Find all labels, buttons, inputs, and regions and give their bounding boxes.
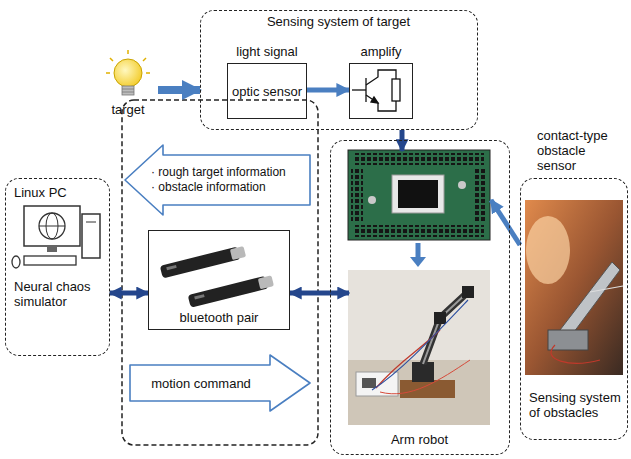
- node-label: Sensing system of target: [201, 14, 476, 29]
- connector-arrow: [290, 291, 349, 296]
- node-label: · rough target information: [151, 165, 307, 180]
- command-arrow: motion command: [130, 355, 311, 411]
- connector-arrow: [110, 291, 148, 296]
- amplifier-box: amplify: [349, 63, 413, 119]
- node-label: light signal: [218, 44, 316, 59]
- node-label: Sensing system of obstacles: [529, 390, 623, 420]
- flow-arrow-head: [410, 257, 426, 267]
- node-label: Neural chaos simulator: [14, 279, 104, 309]
- connector-arrow: [158, 86, 200, 94]
- node-label: amplify: [338, 44, 424, 59]
- node-label: motion command: [134, 376, 268, 391]
- target-icon: target: [98, 50, 158, 120]
- sensor-box: light signaloptic sensor: [227, 63, 307, 119]
- flow-arrow: [416, 243, 421, 258]
- info-arrow: · rough target information· obstacle inf…: [125, 145, 311, 215]
- node-label: Arm robot: [331, 432, 508, 447]
- controller-board: [348, 150, 490, 240]
- group-outline: [122, 100, 318, 445]
- computer-icon: [12, 206, 100, 268]
- bluetooth-box: bluetooth pair: [148, 230, 290, 330]
- robot-box: Arm robot: [330, 140, 510, 455]
- bluetooth-dongles: [160, 245, 275, 308]
- node-label: contact-type obstacle sensor: [537, 128, 621, 173]
- obstacle-box: contact-type obstacle sensorSensing syst…: [520, 178, 628, 440]
- connector-arrow: [307, 88, 349, 93]
- node-label: Linux PC: [14, 185, 104, 200]
- node-label: optic sensor: [229, 84, 305, 99]
- transistor-symbol: [352, 70, 400, 111]
- robot-photo: [348, 270, 490, 425]
- connector-arrow: [491, 200, 520, 245]
- pc-box: Linux PC Neural chaos simulator: [5, 178, 110, 356]
- node-label: bluetooth pair: [149, 310, 289, 325]
- obstacle-sensor-photo: [525, 200, 623, 375]
- node-label: · obstacle information: [151, 180, 307, 195]
- light-bulb: [106, 50, 150, 95]
- group-box: Sensing system of targetlight signalopti…: [200, 10, 478, 130]
- node-label: target: [98, 102, 158, 117]
